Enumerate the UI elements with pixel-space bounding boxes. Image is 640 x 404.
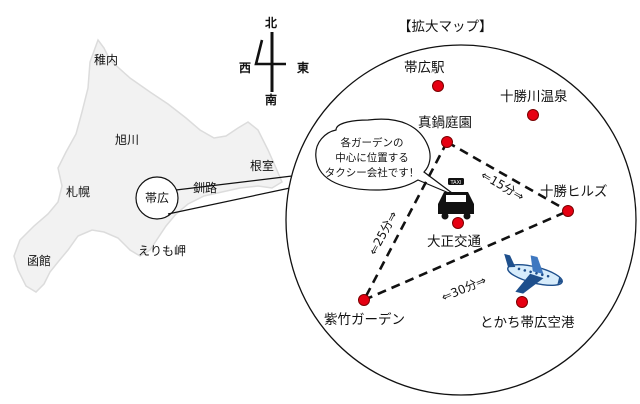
marker-taisho-kotsu [452, 217, 464, 229]
marker-obihiro-station [432, 80, 444, 92]
label-shichiku-garden: 紫竹ガーデン [324, 312, 405, 328]
compass-south: 南 [265, 93, 278, 107]
pointer-line-lower [167, 187, 291, 215]
city-erimo: えりも岬 [138, 244, 187, 258]
marker-tokachigawa-onsen [527, 109, 539, 121]
callout-line-2: 中心に位置する [335, 152, 409, 164]
marker-manabe-garden [441, 136, 453, 148]
marker-shichiku-garden [358, 294, 370, 306]
taxi-icon: TAXI [438, 178, 474, 220]
label-obihiro-station: 帯広駅 [404, 60, 445, 76]
label-tokachi-hills: 十勝ヒルズ [540, 184, 608, 200]
route-lines [362, 140, 569, 302]
route-shichiku-hills [363, 209, 569, 302]
airplane-icon [504, 253, 563, 294]
callout-line-3: タクシー会社です！ [324, 167, 420, 179]
page-title: 【拡大マップ】 [398, 19, 493, 35]
callout-line-1: 各ガーデンの [340, 137, 404, 149]
label-tokachigawa-onsen: 十勝川温泉 [500, 89, 568, 105]
city-hakodate: 函館 [27, 254, 52, 268]
label-manabe-garden: 真鍋庭園 [418, 115, 472, 131]
pointer-line-upper [175, 175, 293, 191]
compass-east: 東 [297, 61, 310, 75]
city-wakkanai: 稚内 [94, 53, 119, 67]
compass-north: 北 [265, 16, 278, 30]
marker-obihiro-airport [516, 296, 528, 308]
marker-tokachi-hills [562, 205, 574, 217]
label-taisho-kotsu: 大正交通 [427, 234, 481, 250]
callout-text: 各ガーデンの 中心に位置する タクシー会社です！ [324, 136, 420, 181]
city-sapporo: 札幌 [66, 185, 91, 199]
obihiro-locator-circle [135, 176, 179, 220]
city-kushiro: 釧路 [193, 181, 218, 195]
route-manabe-hills [446, 140, 569, 213]
taxi-sign-text: TAXI [450, 180, 462, 186]
city-nemuro: 根室 [250, 159, 275, 173]
compass-icon [254, 32, 286, 92]
city-obihiro: 帯広 [145, 191, 170, 205]
callout-bubble [315, 118, 457, 197]
city-asahikawa: 旭川 [115, 133, 140, 147]
place-markers [358, 80, 574, 308]
compass-west: 西 [239, 61, 252, 75]
label-obihiro-airport: とかち帯広空港 [480, 315, 575, 331]
hokkaido-landmass [13, 38, 283, 293]
